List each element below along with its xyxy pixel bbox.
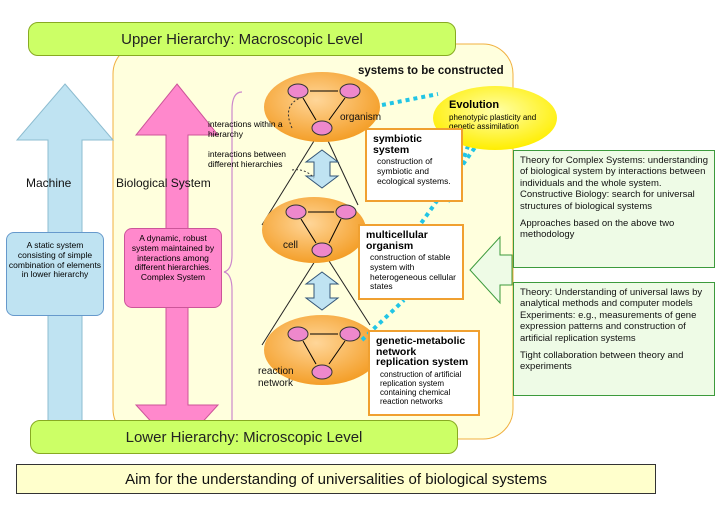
- multicellular-desc: construction of stable system with heter…: [370, 252, 457, 292]
- biological-description: A dynamic, robust system maintained by i…: [124, 228, 222, 308]
- level-arrow-lower: [304, 271, 340, 311]
- symbiotic-box: symbiotic system construction of symbiot…: [365, 128, 463, 202]
- machine-description: A static system consisting of simple com…: [6, 232, 104, 316]
- symbiotic-title: symbiotic system: [373, 133, 423, 156]
- upper-banner: Upper Hierarchy: Macroscopic Level: [28, 22, 456, 56]
- experiment-p2: Experiments: e.g., measurements of gene …: [520, 309, 697, 344]
- machine-title: Machine: [26, 176, 72, 190]
- level-organism: organism: [340, 112, 382, 123]
- interactions-within-label: interactions within a hierarchy: [208, 119, 283, 139]
- genetic-desc: construction of artificial replication s…: [380, 369, 462, 407]
- evolution-title: Evolution: [449, 99, 500, 111]
- evolution-desc: phenotypic plasticity and genetic assimi…: [449, 113, 537, 132]
- theory-p1: Theory for Complex Systems: understandin…: [520, 155, 708, 189]
- theory-box: Theory for Complex Systems: understandin…: [513, 150, 715, 268]
- experiment-p1: Theory: Understanding of universal laws …: [520, 287, 703, 310]
- level-cell: cell: [283, 240, 299, 251]
- interactions-between-label: interactions between different hierarchi…: [208, 149, 286, 169]
- biological-title: Biological System: [116, 176, 211, 190]
- systems-heading: systems to be constructed: [358, 65, 504, 77]
- multicellular-title: multicellular organism: [366, 229, 428, 252]
- theory-p2: Constructive Biology: search for univers…: [520, 189, 695, 212]
- experiment-box: Theory: Understanding of universal laws …: [513, 282, 715, 396]
- multicellular-box: multicellular organism construction of s…: [358, 224, 464, 300]
- aim-banner: Aim for the understanding of universalit…: [16, 464, 656, 494]
- evolution-ellipse: [433, 86, 557, 150]
- experiment-p3: Tight collaboration between theory and e…: [520, 349, 684, 373]
- green-left-arrow: [469, 235, 513, 305]
- symbiotic-desc: construction of symbiotic and ecological…: [377, 156, 451, 186]
- genetic-box: genetic-metabolic network replication sy…: [368, 330, 480, 416]
- level-arrow-upper: [304, 149, 340, 189]
- lower-banner: Lower Hierarchy: Microscopic Level: [30, 420, 458, 454]
- level-reaction-network: reaction network: [258, 366, 294, 389]
- theory-p3: Approaches based on the above two method…: [520, 217, 675, 241]
- genetic-title: genetic-metabolic network replication sy…: [376, 335, 469, 368]
